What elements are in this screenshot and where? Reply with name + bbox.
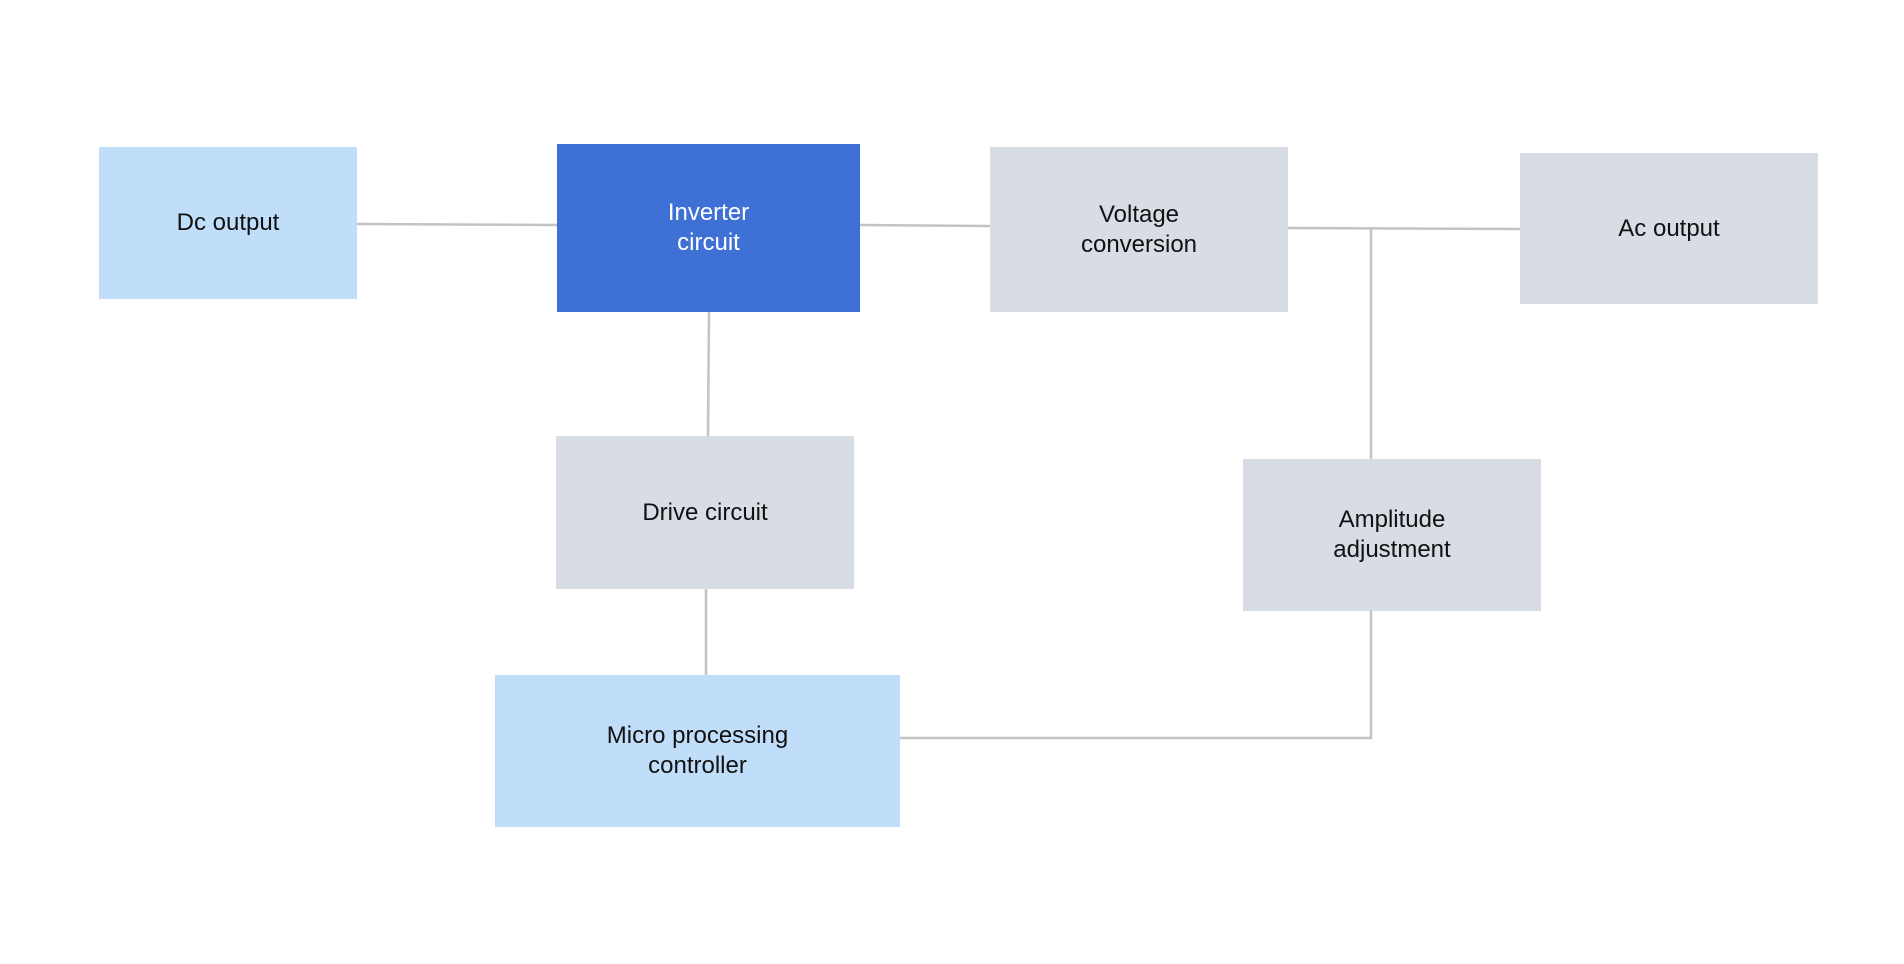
node-amplitude-adjustment: Amplitude adjustment: [1243, 459, 1541, 611]
edge-voltage-to-ac-output: [1287, 226, 1521, 231]
node-label: Drive circuit: [642, 498, 768, 526]
node-label: Dc output: [176, 209, 280, 236]
node-dc-output: Dc output: [99, 147, 357, 299]
node-label: Micro processing controller: [606, 722, 789, 779]
node-ac-output: Ac output: [1520, 153, 1818, 304]
node-label: Voltage conversion: [1080, 200, 1198, 258]
edge-amplitude-to-controller: [900, 611, 1373, 740]
node-drive-circuit: Drive circuit: [556, 436, 854, 589]
node-label: Inverter circuit: [667, 199, 750, 256]
node-voltage-conversion: Voltage conversion: [990, 147, 1288, 312]
node-inverter-circuit: Inverter circuit: [557, 144, 860, 312]
node-label: Ac output: [1618, 214, 1720, 242]
node-micro-processing-controller: Micro processing controller: [495, 675, 900, 827]
edge-inverter-to-voltage: [859, 223, 991, 228]
edge-inverter-to-drive: [706, 311, 711, 437]
node-label: Amplitude adjustment: [1333, 506, 1451, 563]
edge-dc-output-to-inverter: [356, 222, 558, 227]
